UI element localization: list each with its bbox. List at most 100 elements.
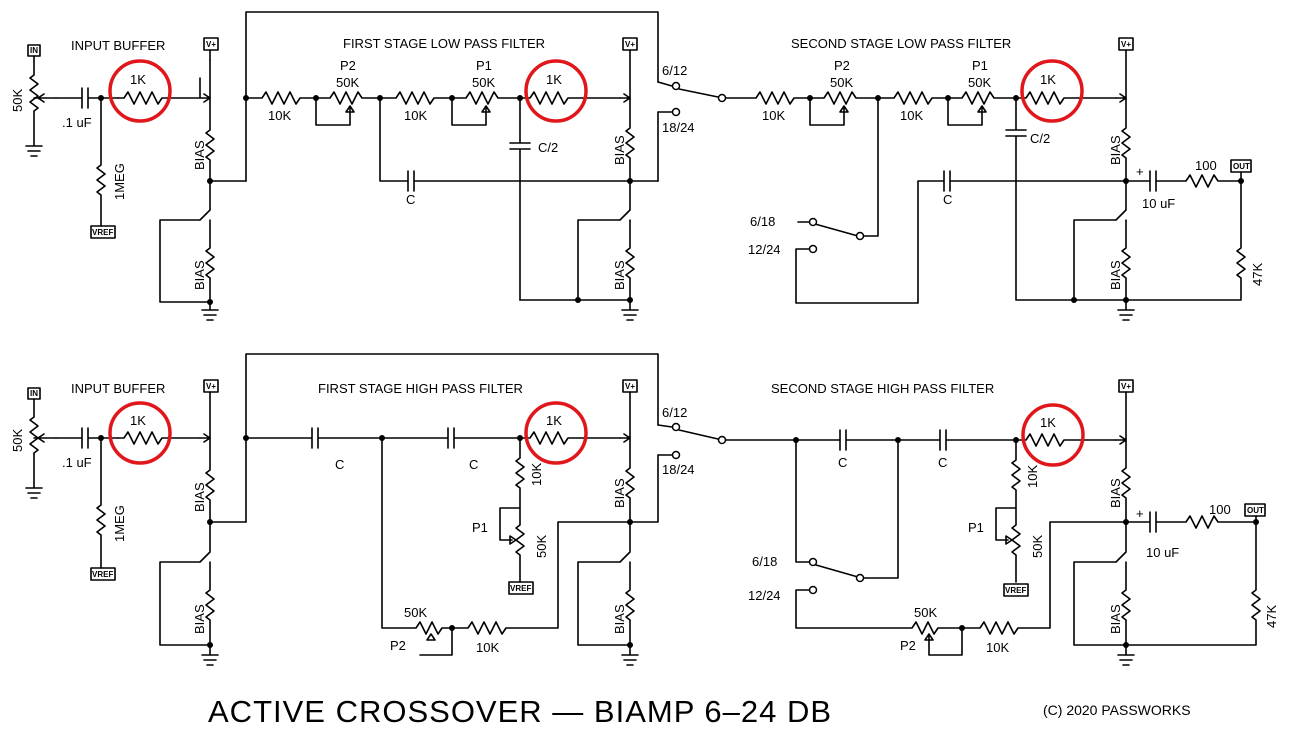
- out-terminal-label-2: OUT: [1247, 506, 1264, 515]
- switch-6-18-label-1: 6/18: [750, 214, 775, 229]
- r-100-label-2: 100: [1209, 502, 1231, 517]
- input-pot-label: 50K: [10, 89, 25, 112]
- plus-sign-2: +: [1136, 506, 1144, 521]
- p1-label-2: P1: [972, 58, 988, 73]
- highlight-ring-6: [1021, 403, 1085, 467]
- p1-label-3: P1: [472, 520, 488, 535]
- section-label-second-stage-high-pass: SECOND STAGE HIGH PASS FILTER: [771, 381, 994, 396]
- highlight-ring-2: [524, 59, 588, 123]
- c-label-2: C: [943, 192, 952, 207]
- p2-value-4: 50K: [914, 605, 937, 620]
- r-100-label-1: 100: [1195, 158, 1217, 173]
- highlight-ring-1: [108, 59, 172, 123]
- r-10k-label-3: 10K: [762, 108, 785, 123]
- p2-label-1: P2: [340, 58, 356, 73]
- p2-label-4: P2: [900, 638, 916, 653]
- c-label-3: C: [335, 457, 344, 472]
- in-terminal-label: IN: [30, 46, 38, 55]
- copyright-label: (C) 2020 PASSWORKS: [1043, 702, 1191, 718]
- high-pass-section: INPUT BUFFER FIRST STAGE HIGH PASS FILTE…: [10, 353, 1279, 666]
- r-10k-label-8: 10K: [1025, 465, 1040, 488]
- p2-value-2: 50K: [830, 75, 853, 90]
- vplus-label-1: V+: [206, 40, 216, 49]
- vref-label-bottom-3: VREF: [1005, 586, 1026, 595]
- r-10k-label-2: 10K: [404, 108, 427, 123]
- bias-label-11: BIAS: [1108, 478, 1123, 508]
- r-1k-label-2: 1K: [546, 72, 562, 87]
- r-1k-label-3: 1K: [1040, 72, 1056, 87]
- bias-label-12: BIAS: [1108, 604, 1123, 634]
- vplus-label-3: V+: [1121, 40, 1131, 49]
- bias-label-2: BIAS: [192, 260, 207, 290]
- r-10k-label-4: 10K: [900, 108, 923, 123]
- switch-18-24-label: 18/24: [662, 120, 695, 135]
- section-label-first-stage-low-pass: FIRST STAGE LOW PASS FILTER: [343, 36, 545, 51]
- c-label-1: C: [406, 192, 415, 207]
- out-terminal-label-1: OUT: [1233, 162, 1250, 171]
- p2-value-1: 50K: [336, 75, 359, 90]
- p1-value-3: 50K: [534, 535, 549, 558]
- r-10k-label-5: 10K: [476, 640, 499, 655]
- cap-input-label-2: .1 uF: [62, 455, 92, 470]
- c-half-label-1: C/2: [538, 140, 558, 155]
- c-label-5: C: [838, 455, 847, 470]
- highlight-ring-3: [1020, 59, 1084, 123]
- in-terminal-label-2: IN: [30, 389, 38, 398]
- r-1k-label-4: 1K: [130, 413, 146, 428]
- highlight-ring-5: [524, 401, 588, 465]
- cap-out-label-1: 10 uF: [1142, 196, 1175, 211]
- r-47k-label-2: 47K: [1264, 605, 1279, 628]
- p2-label-3: P2: [390, 638, 406, 653]
- vref-label-bottom-2: VREF: [510, 584, 531, 593]
- c-label-4: C: [469, 457, 478, 472]
- section-label-input-buffer-top: INPUT BUFFER: [71, 38, 165, 53]
- section-label-input-buffer-bottom: INPUT BUFFER: [71, 381, 165, 396]
- switch-12-24-label-2: 12/24: [748, 588, 781, 603]
- low-pass-section: INPUT BUFFER FIRST STAGE LOW PASS FILTER…: [10, 11, 1265, 321]
- bias-label-4: BIAS: [612, 260, 627, 290]
- p1-value-1: 50K: [472, 75, 495, 90]
- p1-label-4: P1: [968, 520, 984, 535]
- bias-label-6: BIAS: [1108, 260, 1123, 290]
- bias-label-7: BIAS: [192, 482, 207, 512]
- bias-label-1: BIAS: [192, 140, 207, 170]
- bias-label-9: BIAS: [612, 478, 627, 508]
- p1-value-4: 50K: [1030, 535, 1045, 558]
- highlight-ring-4: [108, 401, 172, 465]
- p1-value-2: 50K: [968, 75, 991, 90]
- input-pot-label-2: 50K: [10, 429, 25, 452]
- cap-out-label-2: 10 uF: [1146, 545, 1179, 560]
- r-10k-label-1: 10K: [268, 108, 291, 123]
- section-label-first-stage-high-pass: FIRST STAGE HIGH PASS FILTER: [318, 381, 523, 396]
- r-10k-label-6: 10K: [529, 463, 544, 486]
- c-half-label-2: C/2: [1030, 131, 1050, 146]
- r-1k-label-6: 1K: [1040, 415, 1056, 430]
- switch-12-24-label-1: 12/24: [748, 242, 781, 257]
- vplus-label-6: V+: [1121, 382, 1131, 391]
- p1-label-1: P1: [476, 58, 492, 73]
- r-1k-label-5: 1K: [546, 413, 562, 428]
- switch-6-18-label-2: 6/18: [752, 554, 777, 569]
- bias-label-8: BIAS: [192, 604, 207, 634]
- switch-6-12-label-2: 6/12: [662, 405, 687, 420]
- vplus-label-4: V+: [206, 382, 216, 391]
- vplus-label-5: V+: [625, 382, 635, 391]
- switch-6-12-label: 6/12: [662, 63, 687, 78]
- vref-label-bottom-1: VREF: [92, 570, 113, 579]
- p2-label-2: P2: [834, 58, 850, 73]
- r-10k-label-7: 10K: [986, 640, 1009, 655]
- p2-value-3: 50K: [404, 605, 427, 620]
- diagram-title: ACTIVE CROSSOVER — BIAMP 6–24 DB: [208, 694, 832, 729]
- plus-sign-1: +: [1136, 164, 1144, 179]
- r-1meg-label: 1MEG: [112, 163, 127, 200]
- bias-label-5: BIAS: [1108, 135, 1123, 165]
- switch-18-24-label-2: 18/24: [662, 462, 695, 477]
- vplus-label-2: V+: [625, 40, 635, 49]
- c-label-6: C: [938, 455, 947, 470]
- r-1meg-label-2: 1MEG: [112, 505, 127, 542]
- section-label-second-stage-low-pass: SECOND STAGE LOW PASS FILTER: [791, 36, 1011, 51]
- vref-label-top: VREF: [92, 228, 113, 237]
- bias-label-10: BIAS: [612, 604, 627, 634]
- r-1k-label-1: 1K: [130, 72, 146, 87]
